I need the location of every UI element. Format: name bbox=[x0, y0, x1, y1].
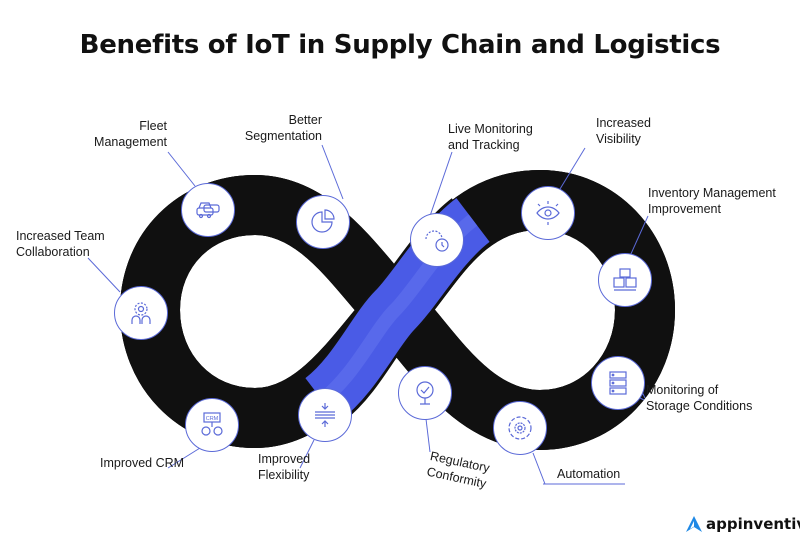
label-improved-crm: Improved CRM bbox=[100, 456, 185, 470]
logo-icon bbox=[686, 516, 702, 532]
label-automation: Automation bbox=[557, 467, 621, 481]
appinventiv-logo: appinventiv bbox=[685, 515, 800, 533]
tracking-icon bbox=[410, 213, 464, 267]
label-improved-flexibility: Improved Flexibility bbox=[258, 452, 311, 482]
logo-text: appinventiv bbox=[706, 515, 800, 533]
svg-text:CRM: CRM bbox=[206, 416, 219, 422]
page-title: Benefits of IoT in Supply Chain and Logi… bbox=[79, 30, 721, 60]
label-better-segmentation: Better Segmentation bbox=[244, 113, 322, 143]
gear-cycle-icon bbox=[493, 401, 547, 455]
flex-icon bbox=[298, 388, 352, 442]
label-live-monitoring: Live Monitoring and Tracking bbox=[448, 122, 533, 152]
label-inventory-management: Inventory Management Improvement bbox=[648, 186, 776, 216]
pie-chart-icon bbox=[296, 195, 350, 249]
leader-lines bbox=[87, 144, 649, 485]
server-icon bbox=[591, 356, 645, 410]
label-increased-visibility: Increased Visibility bbox=[596, 116, 651, 146]
cars-icon bbox=[181, 183, 235, 237]
team-gear-icon bbox=[114, 286, 168, 340]
compliance-icon bbox=[398, 366, 452, 420]
label-team-collaboration: Increased Team Collaboration bbox=[16, 229, 105, 259]
boxes-icon bbox=[598, 253, 652, 307]
label-fleet-management: Fleet Management bbox=[94, 119, 167, 149]
label-storage-conditions: Monitoring of Storage Conditions bbox=[646, 383, 753, 413]
eye-icon bbox=[521, 186, 575, 240]
crm-icon: CRM bbox=[185, 398, 239, 452]
